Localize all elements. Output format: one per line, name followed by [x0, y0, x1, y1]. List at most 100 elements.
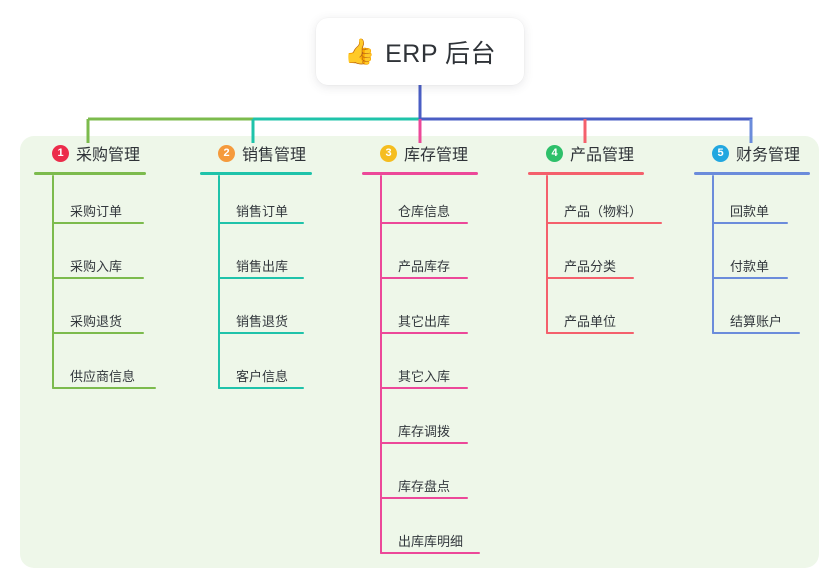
root-node[interactable]: 👍 ERP 后台 — [316, 18, 524, 85]
branch-spine — [218, 175, 220, 389]
branch-title: 财务管理 — [736, 147, 801, 164]
branch-number-badge: 4 — [546, 144, 563, 162]
branch-number-badge: 3 — [380, 144, 397, 162]
branch-header-2[interactable]: 2 销售管理 — [200, 136, 312, 170]
root-node-title: ERP 后台 — [385, 39, 497, 68]
branch-item-label: 库存盘点 — [398, 479, 451, 494]
branch-item-underline — [380, 332, 468, 334]
branch-item-label: 采购订单 — [70, 204, 123, 219]
branch-item-label: 出库库明细 — [398, 534, 464, 549]
branch-item-label: 销售退货 — [236, 314, 289, 329]
branch-item-label: 采购入库 — [70, 259, 123, 274]
branch-item[interactable]: 库存盘点 — [380, 450, 478, 505]
branch-underline — [34, 172, 146, 175]
branch-item-list-1: 采购订单采购入库采购退货供应商信息 — [52, 175, 156, 395]
branch-column-4: 4 产品管理产品（物料） 产品分类产品单位 — [528, 136, 662, 340]
branch-item-underline — [52, 332, 144, 334]
branch-item-underline — [546, 277, 634, 279]
branch-item[interactable]: 出库库明细 — [380, 505, 480, 560]
branch-title: 销售管理 — [242, 147, 307, 164]
branch-item[interactable]: 采购退货 — [52, 285, 146, 340]
branch-number-badge: 1 — [52, 144, 69, 162]
branch-item-underline — [380, 387, 468, 389]
branch-spine — [546, 175, 548, 334]
branch-item-label: 回款单 — [730, 204, 770, 219]
branch-item[interactable]: 供应商信息 — [52, 340, 156, 395]
branch-underline — [528, 172, 644, 175]
branch-item-underline — [546, 222, 662, 224]
branch-item-underline — [380, 552, 480, 554]
branch-item[interactable]: 付款单 — [712, 230, 810, 285]
branch-column-3: 3 库存管理仓库信息产品库存其它出库其它入库库存调拨库存盘点出库库明细 — [362, 136, 480, 560]
branch-title: 产品管理 — [570, 147, 635, 164]
branch-item-underline — [218, 332, 304, 334]
branch-columns: 1 采购管理采购订单采购入库采购退货供应商信息 2 销售管理销售订单销售出库销售退货客… — [0, 136, 839, 568]
branch-item-underline — [52, 277, 144, 279]
branch-item-label: 结算账户 — [730, 314, 783, 329]
branch-item[interactable]: 产品分类 — [546, 230, 644, 285]
branch-item-label: 其它出库 — [398, 314, 451, 329]
branch-item-underline — [380, 277, 468, 279]
branch-item[interactable]: 销售出库 — [218, 230, 312, 285]
diagram-panel-background — [20, 136, 819, 568]
branch-item[interactable]: 产品单位 — [546, 285, 644, 340]
branch-item[interactable]: 其它出库 — [380, 285, 478, 340]
branch-item-label: 其它入库 — [398, 369, 451, 384]
branch-item[interactable]: 客户信息 — [218, 340, 312, 395]
branch-item[interactable]: 回款单 — [712, 175, 810, 230]
branch-item-label: 产品库存 — [398, 259, 451, 274]
branch-header-5[interactable]: 5 财务管理 — [694, 136, 810, 170]
branch-item-label: 产品单位 — [564, 314, 617, 329]
branch-item-underline — [218, 387, 304, 389]
branch-spine — [380, 175, 382, 554]
branch-item-list-4: 产品（物料） 产品分类产品单位 — [546, 175, 662, 340]
branch-number-badge: 2 — [218, 144, 235, 162]
branch-item-label: 供应商信息 — [70, 369, 136, 384]
branch-column-2: 2 销售管理销售订单销售出库销售退货客户信息 — [200, 136, 312, 395]
branch-item-label: 产品分类 — [564, 259, 617, 274]
branch-header-1[interactable]: 1 采购管理 — [34, 136, 146, 170]
branch-number-badge: 5 — [712, 144, 729, 162]
branch-item-underline — [52, 387, 156, 389]
branch-spine — [52, 175, 54, 389]
branch-item[interactable]: 结算账户 — [712, 285, 810, 340]
branch-item-underline — [712, 332, 800, 334]
branch-spine — [712, 175, 714, 334]
branch-underline — [694, 172, 810, 175]
branch-item-list-2: 销售订单销售出库销售退货客户信息 — [218, 175, 312, 395]
branch-header-4[interactable]: 4 产品管理 — [528, 136, 644, 170]
branch-item[interactable]: 销售退货 — [218, 285, 312, 340]
branch-item-list-5: 回款单付款单结算账户 — [712, 175, 810, 340]
branch-column-1: 1 采购管理采购订单采购入库采购退货供应商信息 — [34, 136, 156, 395]
branch-item[interactable]: 仓库信息 — [380, 175, 478, 230]
branch-item-underline — [52, 222, 144, 224]
branch-item-label: 仓库信息 — [398, 204, 451, 219]
branch-item[interactable]: 库存调拨 — [380, 395, 478, 450]
branch-item-underline — [380, 222, 468, 224]
branch-item-label: 产品（物料） — [564, 204, 643, 219]
branch-item[interactable]: 产品（物料） — [546, 175, 662, 230]
branch-item-label: 采购退货 — [70, 314, 123, 329]
branch-item[interactable]: 采购入库 — [52, 230, 146, 285]
branch-item-label: 付款单 — [730, 259, 770, 274]
branch-item[interactable]: 其它入库 — [380, 340, 478, 395]
branch-item[interactable]: 产品库存 — [380, 230, 478, 285]
branch-item-underline — [380, 497, 468, 499]
thumbs-up-icon: 👍 — [343, 38, 376, 66]
branch-item-underline — [712, 277, 788, 279]
branch-column-5: 5 财务管理回款单付款单结算账户 — [694, 136, 810, 340]
branch-item-label: 客户信息 — [236, 369, 289, 384]
branch-title: 库存管理 — [404, 147, 469, 164]
branch-item-underline — [218, 222, 304, 224]
branch-item[interactable]: 销售订单 — [218, 175, 312, 230]
branch-item-label: 销售出库 — [236, 259, 289, 274]
branch-item[interactable]: 采购订单 — [52, 175, 146, 230]
branch-item-underline — [712, 222, 788, 224]
branch-title: 采购管理 — [76, 147, 141, 164]
branch-header-3[interactable]: 3 库存管理 — [362, 136, 478, 170]
branch-underline — [200, 172, 312, 175]
branch-item-label: 销售订单 — [236, 204, 289, 219]
branch-item-underline — [546, 332, 634, 334]
branch-underline — [362, 172, 478, 175]
branch-item-underline — [380, 442, 468, 444]
